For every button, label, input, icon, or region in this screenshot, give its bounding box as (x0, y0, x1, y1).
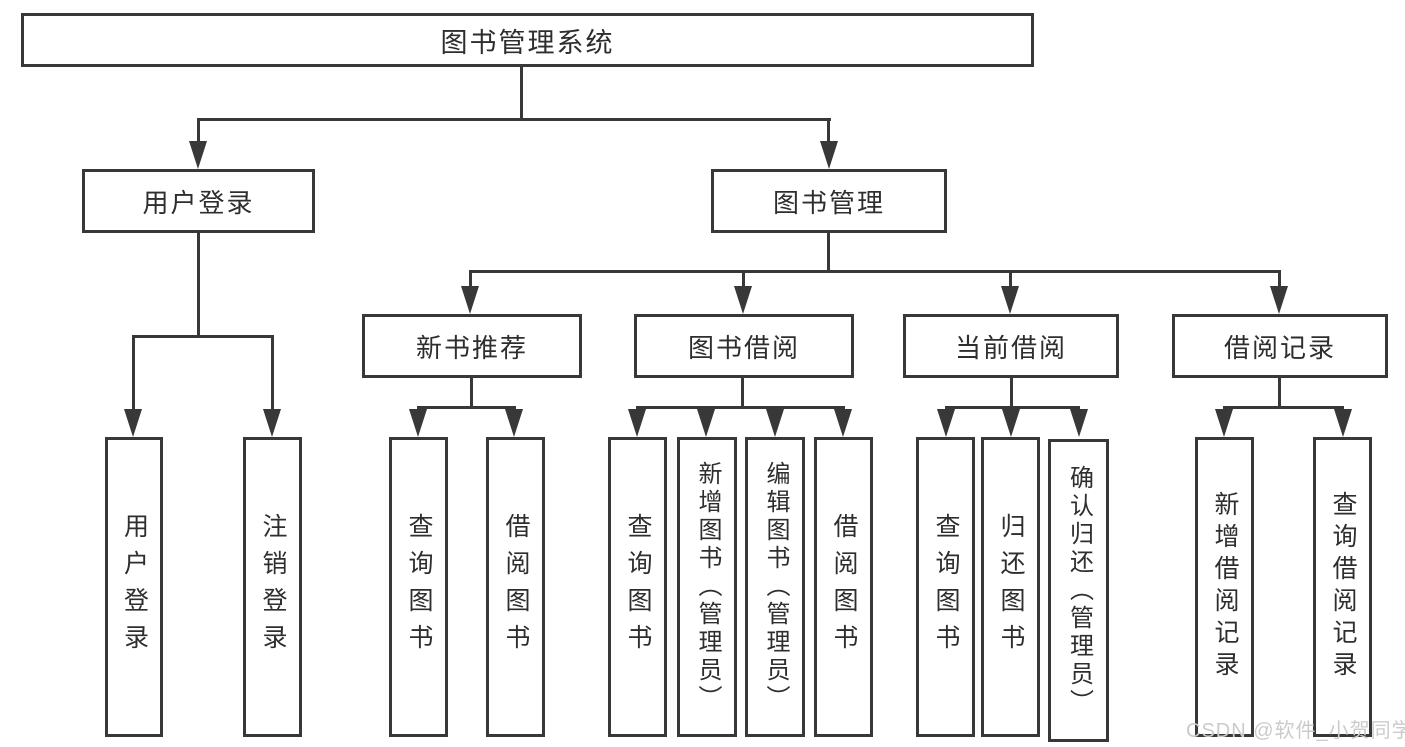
leaf-query-books-borrow: 查询图书 (608, 437, 667, 737)
arrowhead-down (1070, 409, 1088, 437)
connector-root-distributor (197, 118, 831, 121)
connector-current-borrow-distributor (945, 406, 1080, 409)
node-label: 用户登录 (142, 187, 255, 218)
node-label: 查询图书 (932, 513, 960, 661)
leaf-query-borrow-record: 查询借阅记录 (1313, 437, 1372, 737)
connector-current-borrow-trunk (1010, 378, 1013, 408)
connector-stem-book-borrow (742, 270, 745, 288)
node-label: 编辑图书（管理员） (762, 461, 789, 713)
connector-book-borrow-trunk (741, 378, 744, 408)
arrowhead-down (461, 286, 479, 314)
node-label: 注销登录 (259, 513, 287, 661)
connector-stem-logout-leaf (271, 335, 274, 411)
connector-stem-login-leaf (132, 335, 135, 411)
node-label: 归还图书 (997, 513, 1025, 661)
leaf-return-books: 归还图书 (981, 437, 1040, 737)
leaf-query-books-recommend: 查询图书 (389, 437, 448, 737)
node-label: 查询借阅记录 (1329, 491, 1357, 683)
connector-stem-borrow-records (1278, 270, 1281, 288)
leaf-borrow-books: 借阅图书 (814, 437, 873, 737)
connector-user-login-distributor (132, 335, 274, 338)
connector-stem-current-borrow (1009, 270, 1012, 288)
connector-stem-user-login (197, 118, 200, 146)
arrowhead-down (189, 141, 207, 169)
connector-root-trunk (520, 67, 523, 118)
node-label: 确认归还（管理员） (1065, 464, 1093, 717)
arrowhead-down (1334, 409, 1352, 437)
node-label: 新书推荐 (415, 332, 528, 363)
node-label: 图书管理系统 (440, 27, 615, 58)
connector-records-distributor (1223, 406, 1344, 409)
connector-new-book-distributor (417, 406, 516, 409)
arrowhead-down (937, 409, 955, 437)
node-label: 图书管理 (772, 187, 885, 218)
leaf-add-books-admin: 新增图书（管理员） (677, 437, 737, 737)
arrowhead-down (628, 409, 646, 437)
leaf-edit-books-admin: 编辑图书（管理员） (745, 437, 805, 737)
node-user-login: 用户登录 (82, 169, 315, 233)
leaf-borrow-books-recommend: 借阅图书 (486, 437, 545, 737)
arrowhead-down (734, 286, 752, 314)
node-label: 新增借阅记录 (1211, 491, 1239, 683)
node-borrowing-records: 借阅记录 (1172, 314, 1388, 378)
arrowhead-down (409, 409, 427, 437)
node-label: 图书借阅 (687, 332, 800, 363)
node-library-management-system: 图书管理系统 (21, 13, 1034, 67)
node-label: 借阅记录 (1223, 332, 1336, 363)
arrowhead-down (697, 409, 715, 437)
connector-stem-book-management (827, 118, 830, 146)
node-label: 当前借阅 (954, 332, 1067, 363)
arrowhead-down (124, 409, 142, 437)
arrowhead-down (1001, 286, 1019, 314)
node-book-borrowing: 图书借阅 (634, 314, 854, 378)
arrowhead-down (505, 409, 523, 437)
node-label: 用户登录 (120, 513, 149, 661)
node-label: 查询图书 (624, 513, 652, 661)
leaf-add-borrow-record: 新增借阅记录 (1195, 437, 1254, 737)
arrowhead-down (834, 409, 852, 437)
connector-records-trunk (1278, 378, 1281, 408)
node-label: 借阅图书 (830, 513, 858, 661)
node-label: 查询图书 (405, 513, 433, 661)
leaf-query-books-current: 查询图书 (916, 437, 975, 737)
leaf-confirm-return-admin: 确认归还（管理员） (1048, 439, 1109, 742)
node-current-borrowing: 当前借阅 (903, 314, 1119, 378)
arrowhead-down (820, 141, 838, 169)
node-new-book-recommend: 新书推荐 (362, 314, 582, 378)
arrowhead-down (1002, 409, 1020, 437)
arrowhead-down (1270, 286, 1288, 314)
node-book-management: 图书管理 (711, 169, 947, 233)
arrowhead-down (263, 409, 281, 437)
connector-book-management-distributor (470, 270, 1281, 273)
connector-new-book-trunk (470, 378, 473, 408)
arrowhead-down (1215, 409, 1233, 437)
connector-book-management-trunk (827, 233, 830, 270)
leaf-user-login: 用户登录 (105, 437, 163, 737)
connector-book-borrow-distributor (636, 406, 845, 409)
connector-stem-new-books (469, 270, 472, 288)
csdn-watermark: CSDN @软件_小贺同学 (1186, 720, 1405, 742)
node-label: 借阅图书 (502, 513, 530, 661)
leaf-logout: 注销登录 (243, 437, 302, 737)
arrowhead-down (766, 409, 784, 437)
node-label: 新增图书（管理员） (694, 461, 721, 713)
connector-user-login-trunk (197, 233, 200, 335)
